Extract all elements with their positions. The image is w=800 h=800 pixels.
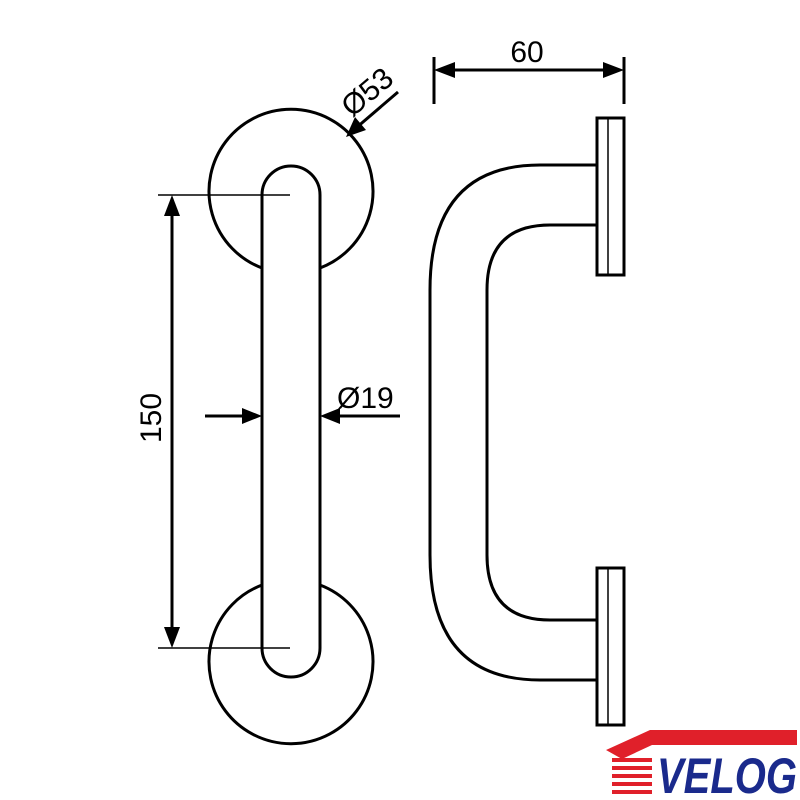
length-extension-lines (158, 194, 290, 649)
depth-label: 60 (510, 36, 543, 69)
tube-diameter-dimension: Ø19 (205, 382, 400, 424)
tube-diameter-label: Ø19 (337, 382, 394, 415)
bottom-flange (207, 583, 375, 746)
length-label: 150 (135, 393, 168, 443)
logo-stripes-icon (612, 758, 652, 794)
side-view (428, 116, 626, 727)
length-dimension: 150 (135, 195, 180, 648)
flange-diameter-label: Ø53 (335, 62, 400, 124)
bar-inner-curve (485, 223, 597, 622)
flange-diameter-dimension: Ø53 (335, 62, 400, 137)
velog-logo: VELOG (606, 730, 797, 800)
top-wall-plate (595, 116, 626, 277)
logo-roof-icon (606, 730, 797, 759)
bottom-wall-plate (595, 566, 626, 727)
top-flange (207, 107, 375, 270)
tube-outline (260, 164, 322, 679)
bar-outer-curve (428, 163, 597, 682)
front-view (207, 107, 375, 746)
depth-dimension: 60 (432, 36, 626, 104)
logo-text: VELOG (657, 748, 797, 800)
